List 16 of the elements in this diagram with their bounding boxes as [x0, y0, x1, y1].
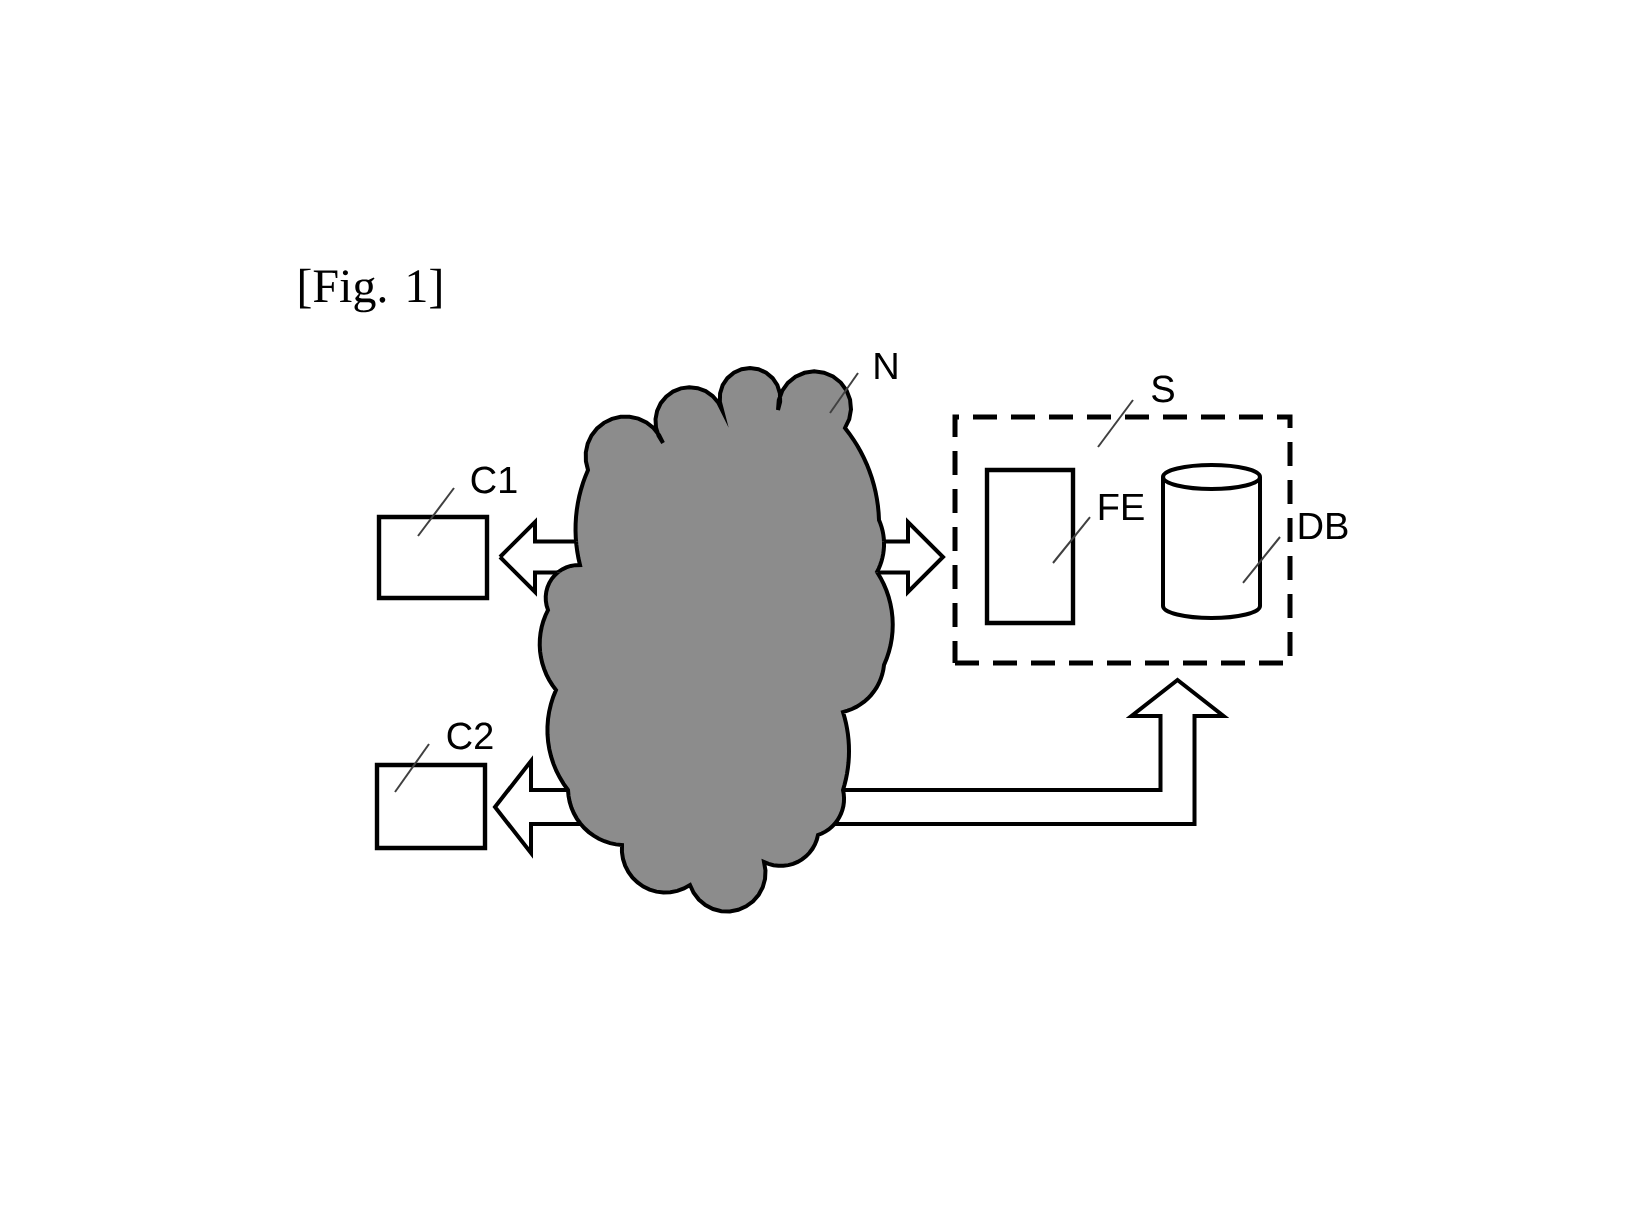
leader-line — [417, 487, 455, 537]
leader-line — [1097, 399, 1134, 448]
reference-label: N — [875, 352, 897, 380]
dashed-box — [952, 414, 1293, 666]
reference-label: FE — [1099, 493, 1144, 521]
figure-title: [Fig. 1] — [300, 268, 441, 313]
box — [374, 762, 488, 851]
leader-line — [394, 743, 430, 793]
box — [984, 467, 1076, 626]
reference-label: DB — [1299, 512, 1348, 540]
leader-line — [1052, 516, 1091, 564]
cylinder — [1161, 463, 1262, 620]
reference-label: C1 — [471, 466, 517, 494]
box — [376, 514, 490, 601]
reference-label: S — [1152, 375, 1174, 403]
reference-label: C2 — [447, 722, 493, 750]
